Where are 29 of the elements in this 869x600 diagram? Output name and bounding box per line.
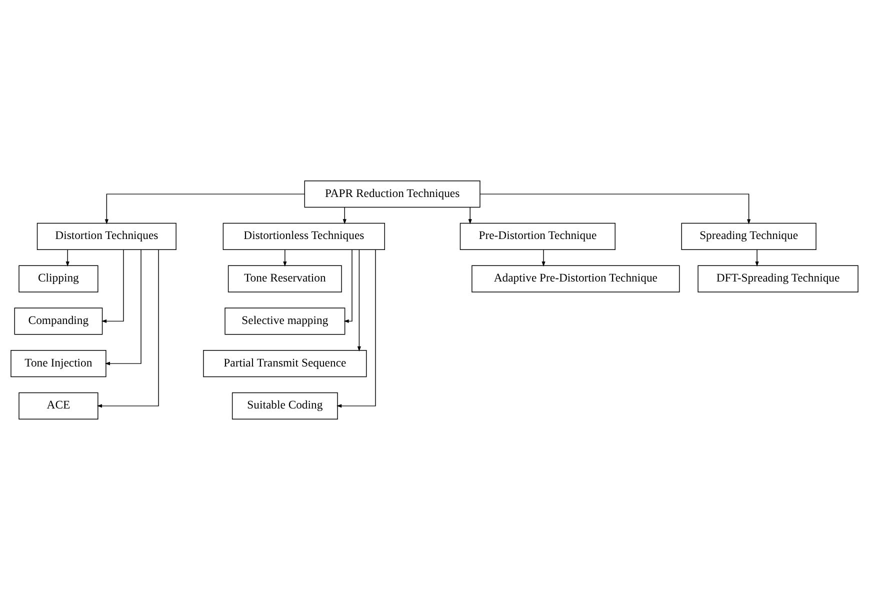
node-box: PAPR Reduction Techniques <box>304 180 480 208</box>
arrow <box>101 249 124 323</box>
arrow <box>283 249 287 267</box>
arrow <box>542 249 546 267</box>
node-box: Tone Reservation <box>228 265 342 292</box>
arrow <box>755 249 759 267</box>
arrow <box>357 249 361 352</box>
arrow <box>468 206 472 224</box>
arrow <box>344 249 352 323</box>
node-box: ACE <box>18 392 98 420</box>
node-box: Pre-Distortion Technique <box>460 222 616 250</box>
node-box: Companding <box>14 308 103 335</box>
node-box: Clipping <box>18 265 98 292</box>
node-box: Distortion Techniques <box>36 222 176 250</box>
arrow <box>66 249 70 267</box>
arrow <box>336 249 376 408</box>
node-box: Tone Injection <box>10 350 106 378</box>
node-box: Adaptive Pre-Distortion Technique <box>472 265 680 292</box>
node-box: Partial Transmit Sequence <box>203 350 367 378</box>
node-box: DFT-Spreading Technique <box>698 265 858 292</box>
arrow <box>96 249 159 408</box>
arrow <box>342 206 346 224</box>
node-box: Suitable Coding <box>232 392 338 420</box>
node-box: Spreading Technique <box>681 222 816 250</box>
node-box: Distortionless Techniques <box>222 222 385 250</box>
arrow <box>104 194 305 224</box>
node-box: Selective mapping <box>224 308 346 335</box>
arrow <box>104 249 142 366</box>
arrow <box>480 194 751 224</box>
